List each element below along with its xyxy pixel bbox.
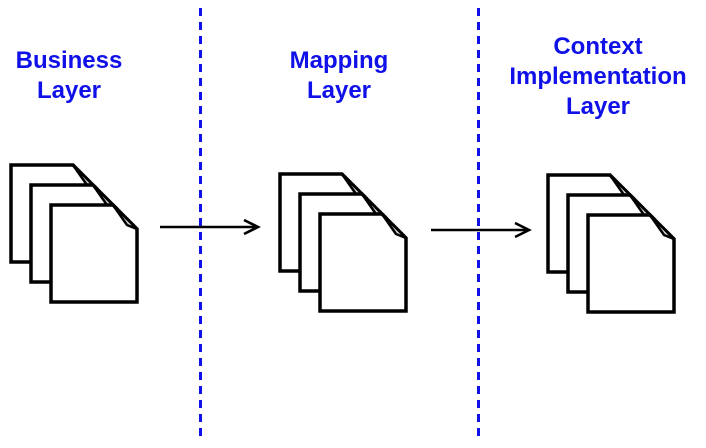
document-stack-icon-context — [546, 173, 676, 314]
page-front — [318, 212, 408, 313]
document-stack-icon-mapping — [278, 172, 408, 313]
document-stack-icon-business — [9, 163, 139, 304]
layer-separator-2 — [477, 8, 480, 440]
page-front — [49, 203, 139, 304]
arrow-business-to-mapping-icon — [160, 218, 261, 236]
context-implementation-layer-label: Context Implementation Layer — [509, 33, 687, 120]
business-layer-label: Business Layer — [15, 47, 123, 104]
mapping-layer-label: Mapping Layer — [289, 47, 389, 104]
layer-separator-1 — [199, 8, 202, 440]
arrow-mapping-to-context-icon — [431, 221, 532, 239]
page-front — [586, 213, 676, 314]
